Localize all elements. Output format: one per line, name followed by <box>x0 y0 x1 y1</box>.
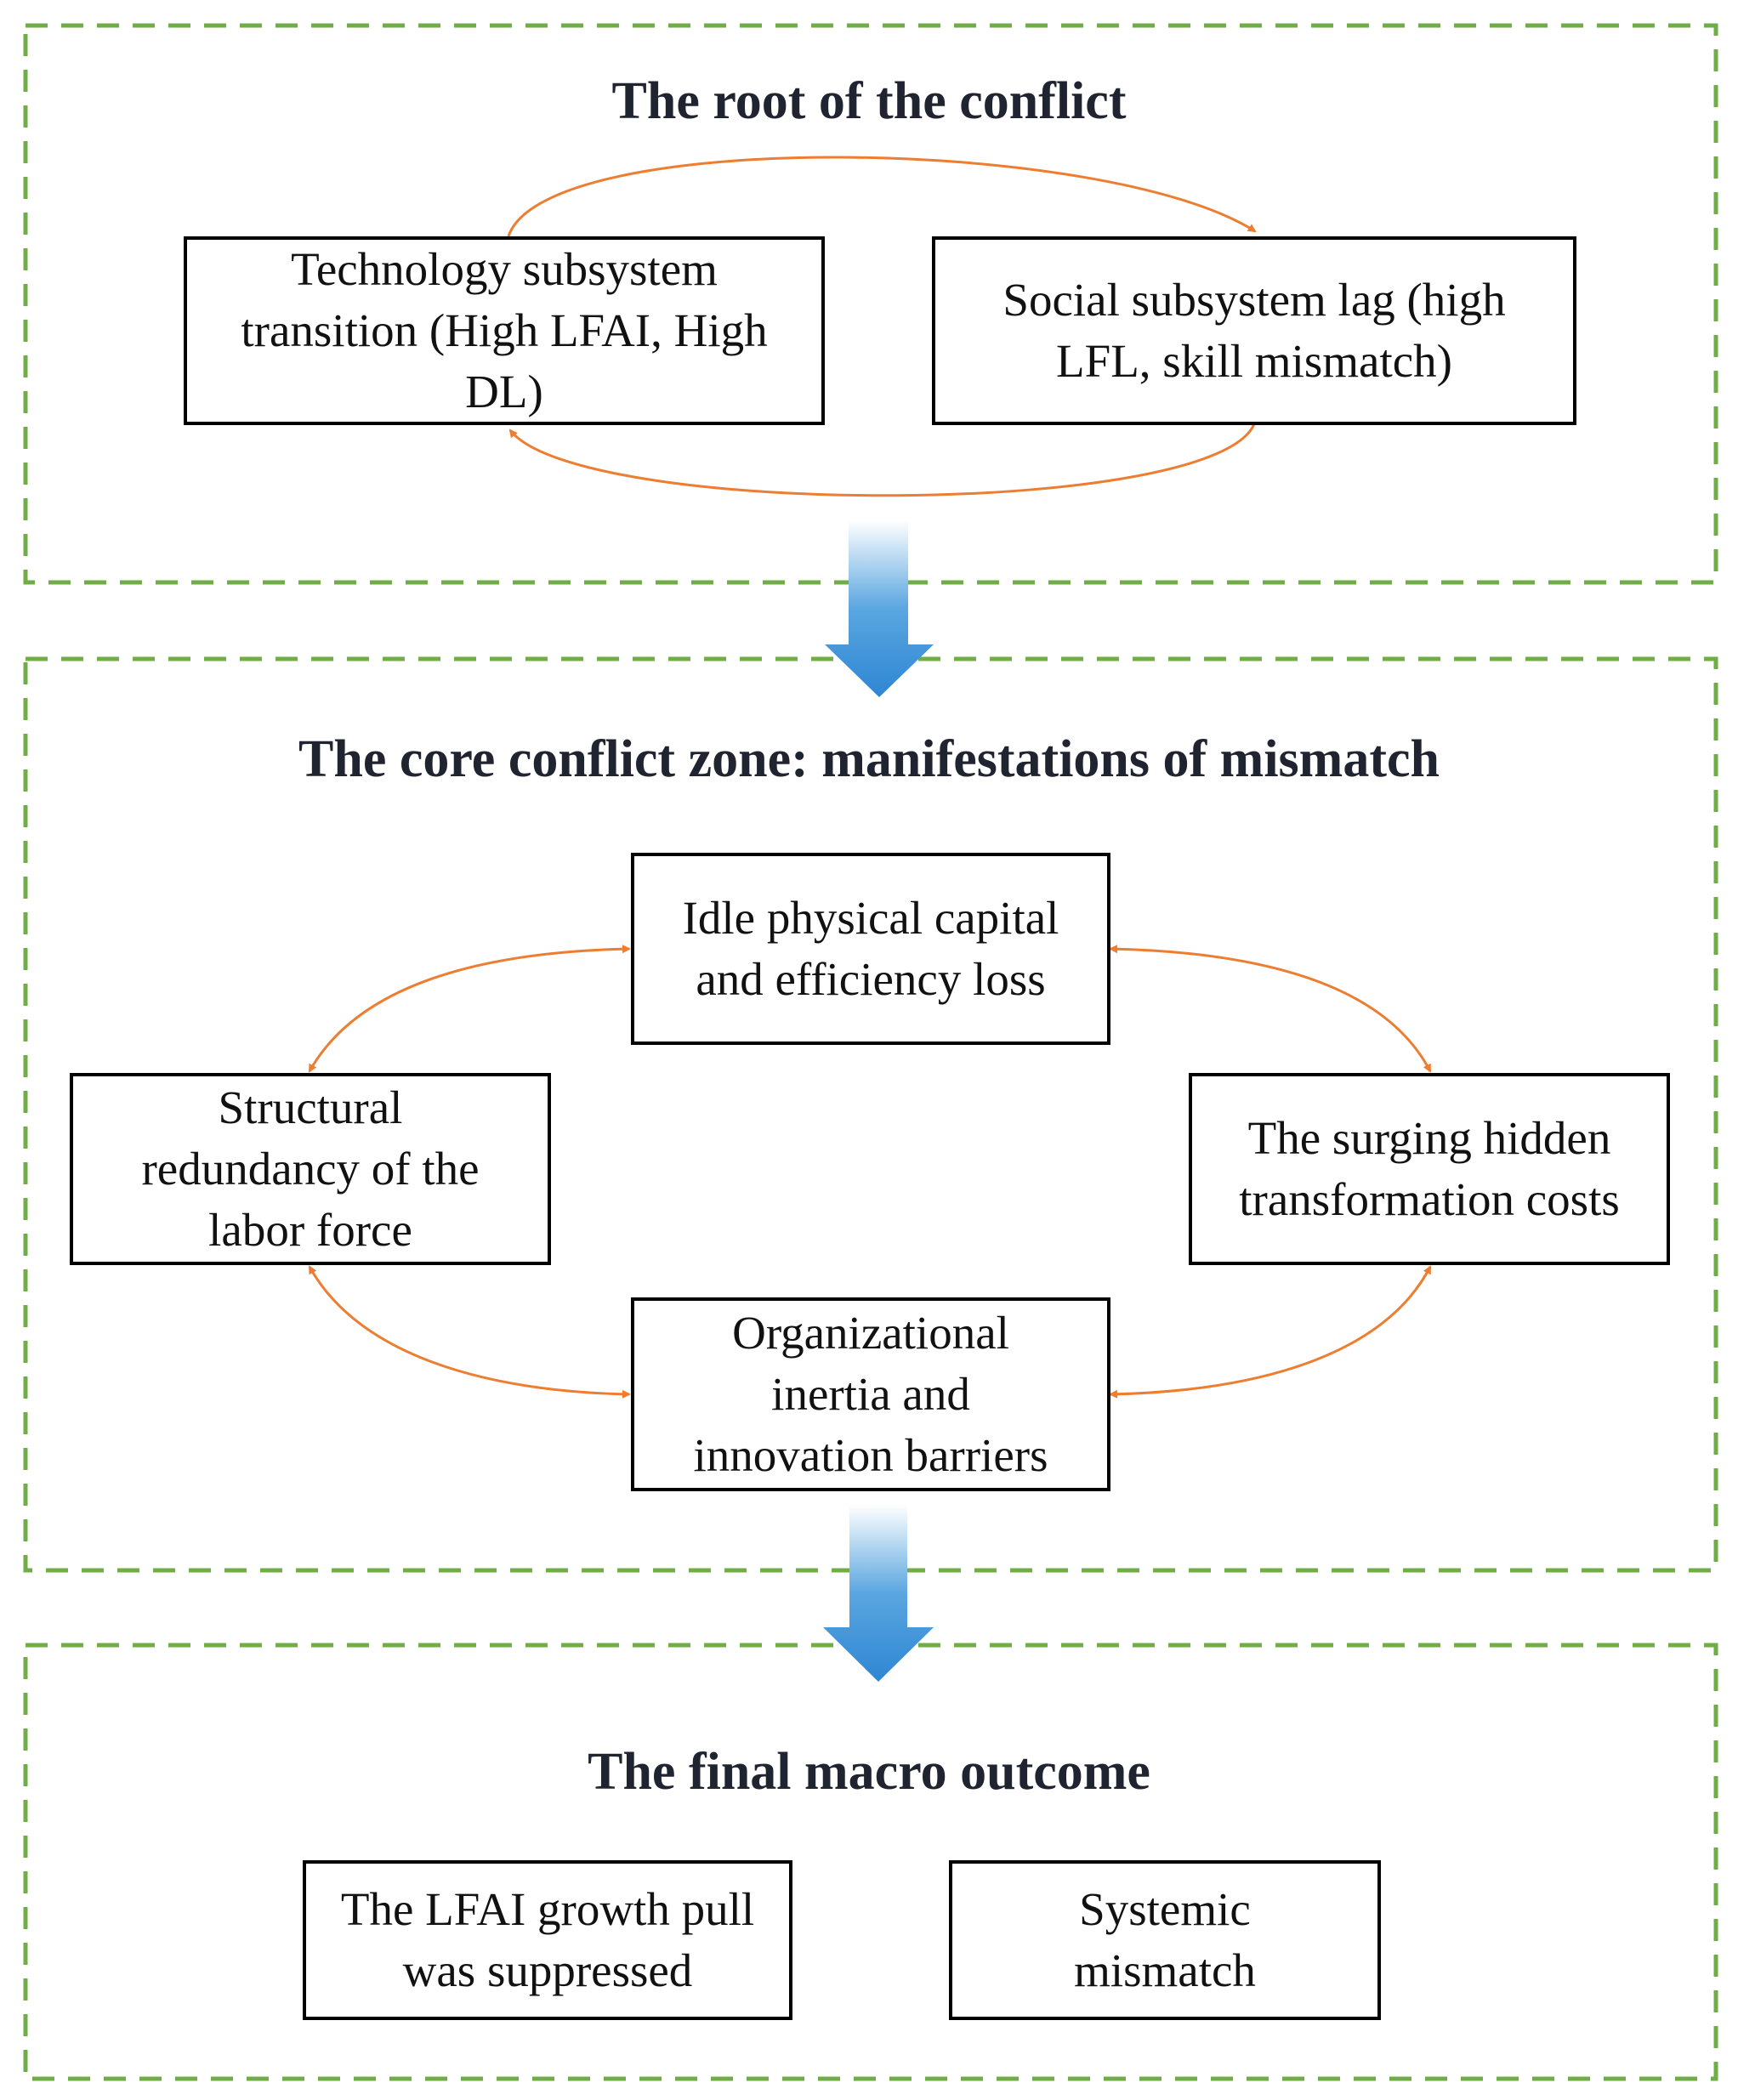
transformation-costs-box: The surging hidden transformation costs <box>1189 1073 1670 1265</box>
root-section-title: The root of the conflict <box>611 72 1127 130</box>
labor-redundancy-label: Structural redundancy of the labor force <box>141 1081 480 1256</box>
organizational-inertia-label: Organizational inertia and innovation ba… <box>693 1307 1048 1481</box>
core-to-outcome-flow-arrow <box>823 1505 934 1682</box>
labor-idle-arrow <box>308 945 631 1073</box>
tech-to-social-arrow <box>507 156 1257 237</box>
costs-inertia-arrow <box>1109 1265 1432 1399</box>
labor-redundancy-box: Structural redundancy of the labor force <box>70 1073 551 1265</box>
idle-costs-arrow <box>1109 945 1432 1073</box>
labor-inertia-arrow <box>308 1265 631 1399</box>
systemic-mismatch-label: Systemic mismatch <box>1074 1883 1256 1996</box>
social-subsystem-label: Social subsystem lag (high LFL, skill mi… <box>1002 274 1506 387</box>
social-to-tech-arrow <box>508 421 1257 497</box>
transformation-costs-label: The surging hidden transformation costs <box>1239 1112 1620 1225</box>
systemic-mismatch-box: Systemic mismatch <box>949 1860 1381 2020</box>
lfai-suppressed-label: The LFAI growth pull was suppressed <box>340 1883 755 1996</box>
idle-capital-label: Idle physical capital and efficiency los… <box>682 892 1059 1005</box>
outcome-section-frame <box>23 1643 1718 2081</box>
core-section-title: The core conflict zone: manifestations o… <box>298 730 1440 788</box>
root-to-core-flow-arrow <box>825 520 934 697</box>
outcome-section-title: The final macro outcome <box>588 1743 1150 1801</box>
organizational-inertia-box: Organizational inertia and innovation ba… <box>631 1297 1110 1491</box>
idle-capital-box: Idle physical capital and efficiency los… <box>631 853 1110 1045</box>
technology-subsystem-box: Technology subsystem transition (High LF… <box>184 236 825 425</box>
lfai-suppressed-box: The LFAI growth pull was suppressed <box>303 1860 792 2020</box>
social-subsystem-box: Social subsystem lag (high LFL, skill mi… <box>932 236 1576 425</box>
technology-subsystem-label: Technology subsystem transition (High LF… <box>241 243 768 417</box>
